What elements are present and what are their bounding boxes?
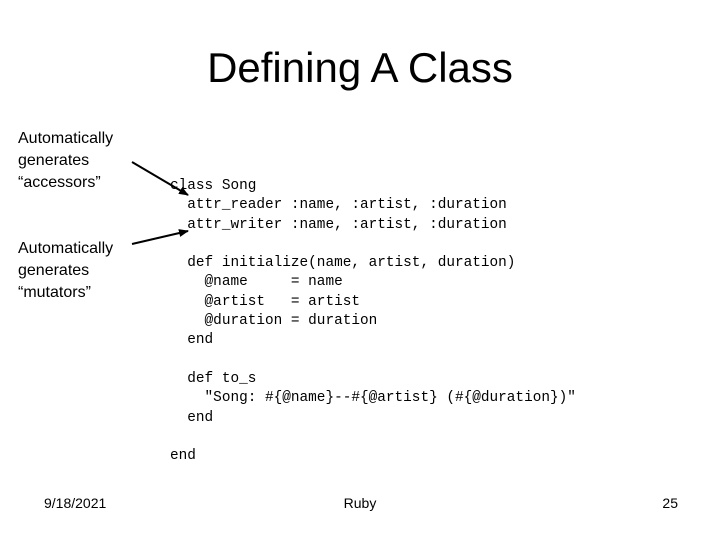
accessors-annotation: Automatically generates “accessors” (18, 130, 114, 191)
code-block: class Song attr_reader :name, :artist, :… (170, 178, 576, 465)
mutators-annotation: Automatically generates “mutators” (18, 240, 114, 301)
footer-label: Ruby (343, 495, 377, 511)
footer-date: 9/18/2021 (44, 495, 107, 511)
mutators-arrow-icon (131, 229, 189, 245)
slide-title: Defining A Class (207, 44, 513, 91)
page-number: 25 (662, 495, 678, 511)
accessors-arrow-icon (131, 161, 189, 196)
